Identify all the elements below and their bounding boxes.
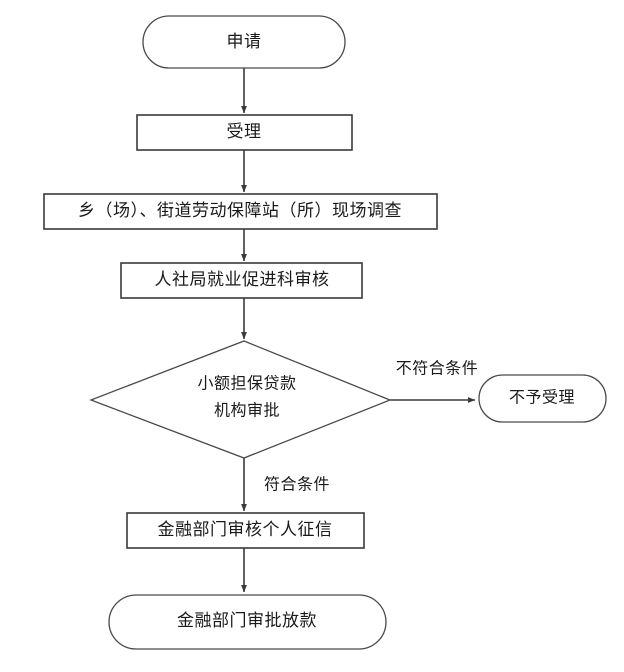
node-credit-check-shape <box>126 512 365 549</box>
node-credit-check[interactable]: 金融部门审核个人征信 <box>126 512 365 549</box>
node-apply-label: 申请 <box>227 32 262 51</box>
node-accept-label: 受理 <box>227 122 262 141</box>
node-apply[interactable]: 申请 <box>142 15 346 69</box>
node-decision[interactable]: 小额担保贷款 机构审批 <box>89 340 392 459</box>
node-decision-label-line1: 小额担保贷款 <box>197 375 296 393</box>
node-decision-shape <box>89 340 392 459</box>
node-apply-shape <box>142 15 346 69</box>
edge-label-not-qualified: 不符合条件 <box>396 360 479 378</box>
node-disburse-shape <box>108 594 387 650</box>
node-survey-label: 乡（场）、街道劳动保障站（所）现场调查 <box>78 201 402 220</box>
node-review-shape <box>120 262 363 299</box>
node-credit-check-label: 金融部门审核个人征信 <box>158 520 333 539</box>
node-accept[interactable]: 受理 <box>136 114 353 151</box>
node-reject-shape <box>478 374 607 423</box>
node-disburse-label: 金融部门审批放款 <box>177 611 317 630</box>
node-decision-label-line2: 机构审批 <box>214 402 280 420</box>
node-disburse[interactable]: 金融部门审批放款 <box>108 594 387 650</box>
node-survey-shape <box>43 193 438 230</box>
node-reject[interactable]: 不予受理 <box>478 374 607 423</box>
node-accept-shape <box>136 114 353 151</box>
node-review-label: 人社局就业促进科审核 <box>155 270 330 289</box>
node-survey[interactable]: 乡（场）、街道劳动保障站（所）现场调查 <box>43 193 438 230</box>
node-reject-label: 不予受理 <box>509 389 575 407</box>
node-review[interactable]: 人社局就业促进科审核 <box>120 262 363 299</box>
edge-label-qualified: 符合条件 <box>264 476 330 494</box>
